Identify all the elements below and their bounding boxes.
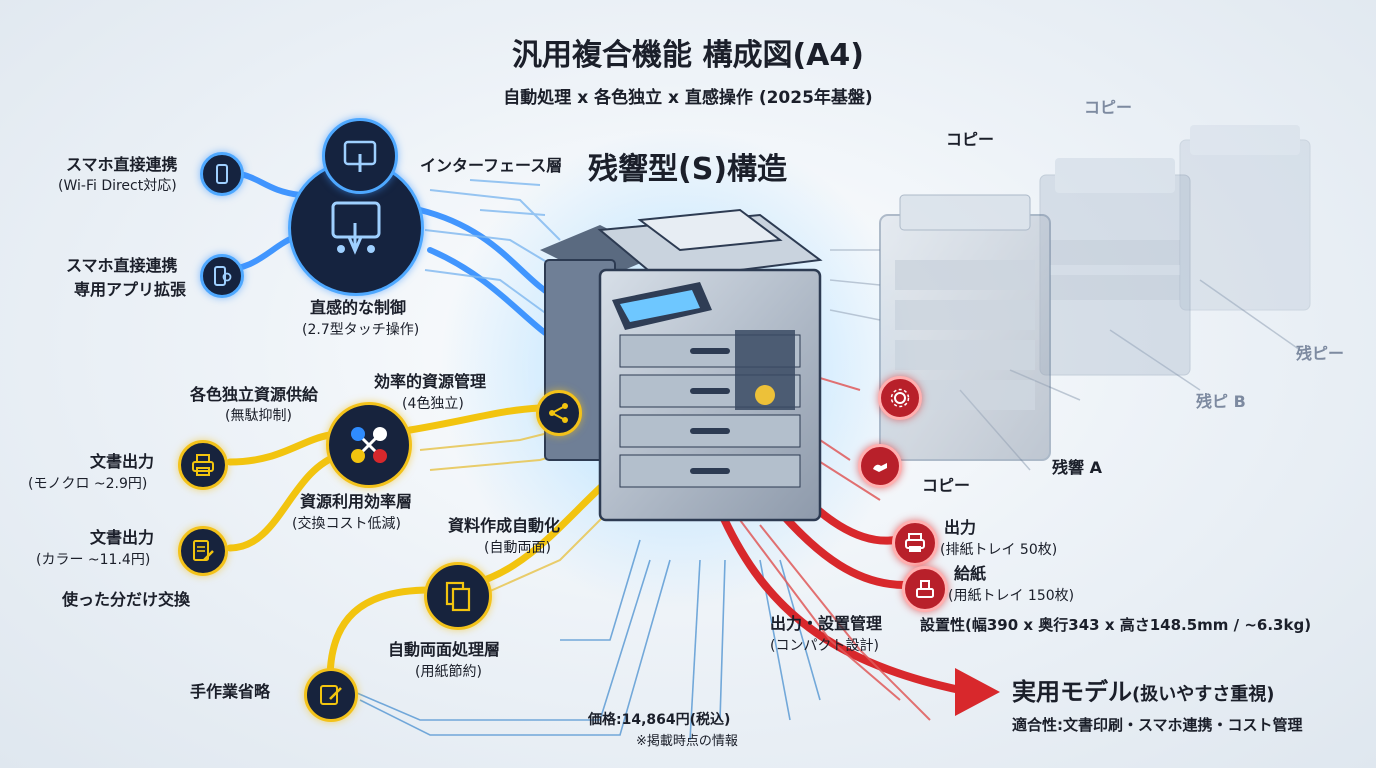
resource-mgmt-sub: (4色独立) — [402, 396, 464, 412]
price-note: ※掲載時点の情報 — [636, 734, 738, 749]
supply-title: 各色独立資源供給 — [190, 385, 319, 404]
touch-screen-node — [322, 118, 398, 194]
mono-output-title: 文書出力 — [90, 452, 155, 471]
document-pen-icon — [193, 540, 214, 561]
gear-node — [878, 376, 922, 420]
mono-output-sub: (モノクロ ~2.9円) — [28, 476, 148, 492]
interface-layer-label: インターフェース層 — [420, 156, 563, 175]
center-title: 残響型(S)構造 — [588, 152, 788, 187]
replace-note: 使った分だけ交換 — [62, 590, 191, 609]
document-pen-node — [178, 526, 228, 576]
network-nodes-icon — [549, 403, 568, 423]
touch-screen-icon — [343, 140, 377, 172]
paper-feed-node — [902, 566, 948, 612]
model-paren: (扱いやすさ重視) — [1132, 684, 1275, 705]
output-title: 出力 — [944, 518, 977, 537]
printer-icon — [192, 454, 214, 476]
red-arrow-head — [955, 668, 1000, 716]
color-output-sub: (カラー ~11.4円) — [36, 552, 151, 568]
paper-feed-icon — [916, 580, 934, 598]
color-nodes-icon — [351, 427, 387, 463]
model-fit: 適合性:文書印刷・スマホ連携・コスト管理 — [1012, 716, 1303, 734]
model-title: 実用モデル — [1012, 678, 1132, 706]
smartphone-wifi-sub: (Wi-Fi Direct対応) — [58, 178, 177, 194]
edit-node — [304, 668, 358, 722]
resource-mgmt-title: 効率的資源管理 — [374, 372, 487, 391]
smartphone-wifi-title: スマホ直接連携 — [66, 155, 178, 174]
model-heading: 実用モデル(扱いやすさ重視) — [1012, 678, 1274, 707]
duplex-pages-icon — [445, 581, 471, 612]
control-title: 直感的な制御 — [310, 298, 407, 317]
color-output-title: 文書出力 — [90, 528, 155, 547]
output-sub: (排紙トレイ 50枚) — [940, 542, 1058, 558]
echo-printer-front — [879, 194, 1051, 461]
page-title: 汎用複合機能 構成図(A4) — [512, 38, 864, 73]
output-mgmt-title: 出力・設置管理 — [770, 614, 883, 633]
copy-label: コピー — [922, 476, 971, 495]
page-subtitle: 自動処理 x 各色独立 x 直感操作 (2025年基盤) — [503, 88, 873, 108]
main-printer — [540, 208, 823, 522]
smartphone-gear-node — [200, 254, 244, 298]
smartphone-app-title: スマホ直接連携 — [66, 256, 178, 275]
output-mgmt-sub: (コンパクト設計) — [770, 638, 879, 654]
echo-printer-mid — [1039, 158, 1191, 376]
duplex-node — [424, 562, 492, 630]
printer-out-node — [892, 520, 938, 566]
echo-copy-mid: コピー — [946, 130, 995, 149]
echo-copy-top: コピー — [1084, 98, 1133, 117]
gear-icon — [890, 388, 910, 408]
duplex-title: 自動両面処理層 — [388, 640, 501, 659]
auto-title: 資料作成自動化 — [448, 516, 561, 535]
feed-title: 給紙 — [954, 564, 987, 583]
touch-panel-icon — [331, 201, 381, 255]
hand-icon — [873, 463, 887, 472]
echo-b: 残ピ B — [1196, 392, 1246, 411]
feed-sub: (用紙トレイ 150枚) — [948, 588, 1075, 604]
resource-layer-title: 資源利用効率層 — [300, 492, 413, 511]
echo-a: 残響 A — [1052, 458, 1102, 477]
smartphone-gear-icon — [214, 266, 232, 286]
color-nodes-hub — [326, 402, 412, 488]
resource-layer-sub: (交換コスト低減) — [292, 516, 401, 532]
control-sub: (2.7型タッチ操作) — [302, 322, 420, 338]
smartphone-icon — [216, 164, 228, 184]
echo-p: 残ピー — [1296, 344, 1345, 363]
printer-out-icon — [905, 533, 925, 552]
duplex-sub: (用紙節約) — [415, 664, 482, 680]
manual-label: 手作業省略 — [190, 682, 271, 701]
echo-printer-back — [1179, 125, 1311, 311]
smartphone-node — [200, 152, 244, 196]
printer-node — [178, 440, 228, 490]
edit-icon — [320, 685, 342, 705]
network-nodes-node — [536, 390, 582, 436]
blue-thin-wires — [424, 179, 561, 321]
install-spec: 設置性(幅390 x 奥行343 x 高さ148.5mm / ~6.3kg) — [920, 616, 1312, 634]
auto-sub: (自動両面) — [484, 540, 551, 556]
hand-node — [858, 444, 902, 488]
price-label: 価格:14,864円(税込) — [588, 712, 731, 728]
smartphone-app-sub: 専用アプリ拡張 — [74, 280, 187, 299]
supply-sub: (無駄抑制) — [225, 408, 292, 424]
